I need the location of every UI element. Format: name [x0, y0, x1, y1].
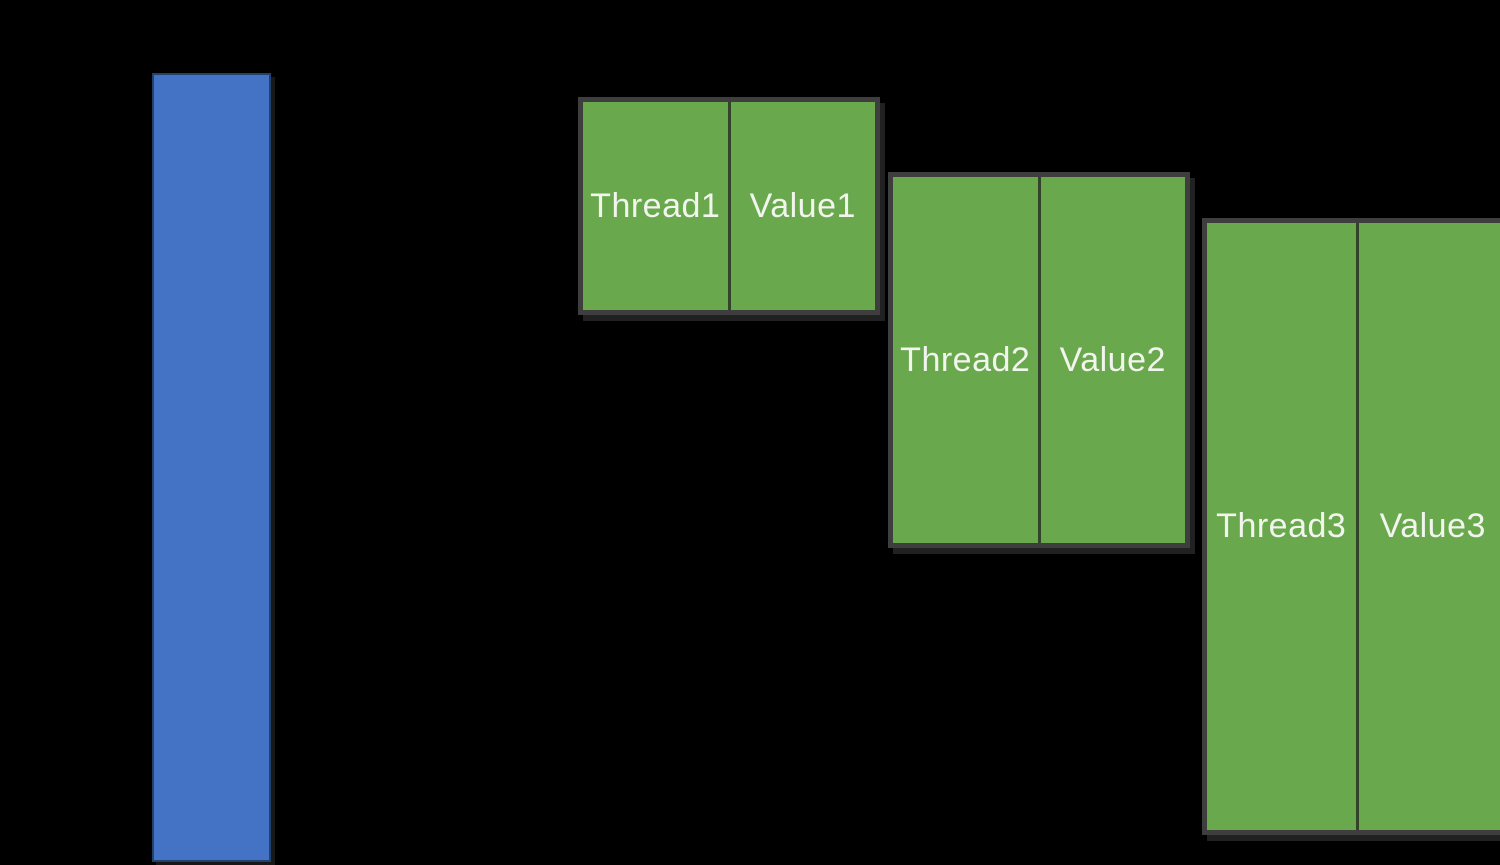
thread1-value-cell: Value1 [727, 102, 876, 310]
thread3-map-table: Thread3 Value3 [1202, 218, 1500, 835]
thread2-value-label: Value2 [1059, 340, 1166, 379]
thread2-key-cell: Thread2 [893, 177, 1038, 543]
thread3-value-cell: Value3 [1355, 223, 1500, 830]
thread3-key-label: Thread3 [1216, 507, 1347, 545]
vertical-stack-bar [152, 73, 271, 862]
thread1-key-label: Thread1 [590, 186, 721, 225]
thread2-value-cell: Value2 [1037, 177, 1186, 543]
thread3-key-cell: Thread3 [1207, 223, 1356, 830]
thread1-value-label: Value1 [749, 186, 856, 225]
thread1-key-cell: Thread1 [583, 102, 728, 310]
thread3-value-label: Value3 [1379, 507, 1486, 545]
thread2-key-label: Thread2 [900, 340, 1031, 379]
thread1-map-table: Thread1 Value1 [578, 97, 880, 315]
thread2-map-table: Thread2 Value2 [888, 172, 1190, 548]
